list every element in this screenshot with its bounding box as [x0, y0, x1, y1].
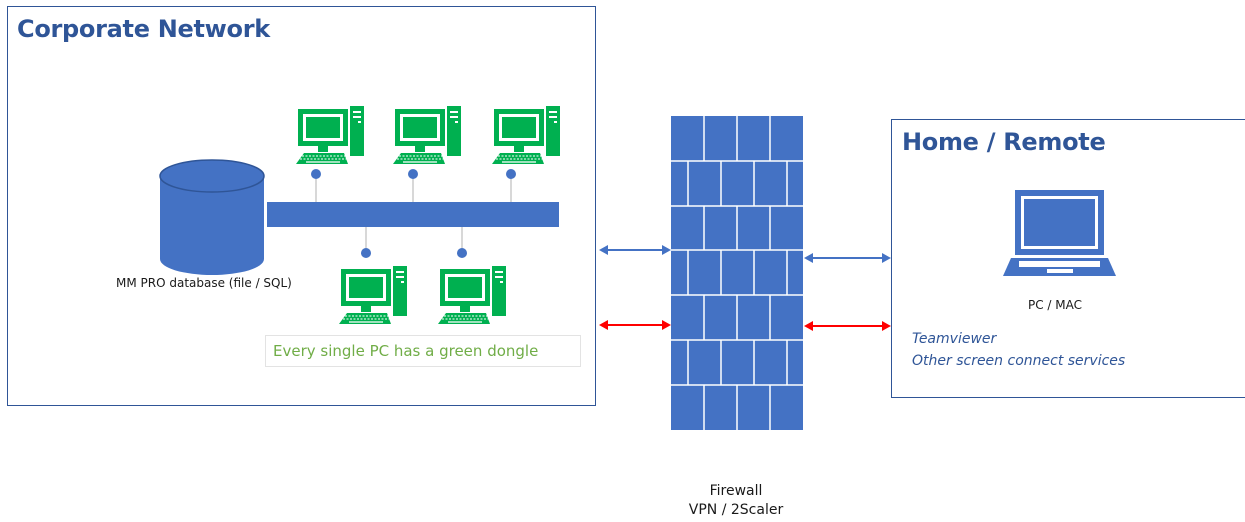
- dongle-note-box: Every single PC has a green dongle: [265, 335, 581, 367]
- desktop-pc-icon: [295, 105, 365, 165]
- desktop-pc-icon: [338, 265, 408, 325]
- database-label: MM PRO database (file / SQL): [116, 276, 292, 290]
- network-bus: [267, 202, 559, 227]
- vpn-label: VPN / 2Scaler: [688, 502, 784, 518]
- connection-arrow-blue-left: [599, 245, 671, 255]
- firewall-icon: [671, 116, 803, 430]
- bus-connectors: [311, 169, 516, 258]
- home-remote-title: Home / Remote: [902, 128, 1106, 156]
- database-icon: [159, 159, 265, 275]
- remote-service-teamviewer: Teamviewer: [912, 331, 997, 347]
- device-label: PC / MAC: [1028, 298, 1083, 312]
- corporate-network-title: Corporate Network: [17, 15, 270, 43]
- connection-arrow-red-left: [599, 320, 671, 330]
- desktop-pc-icon: [437, 265, 507, 325]
- firewall-label: Firewall: [709, 483, 763, 499]
- connection-arrow-red-right: [804, 321, 891, 331]
- desktop-pc-icon: [392, 105, 462, 165]
- connection-arrow-blue-right: [804, 253, 891, 263]
- remote-service-other: Other screen connect services: [912, 353, 1126, 369]
- laptop-icon: [1003, 190, 1116, 276]
- desktop-pc-icon: [491, 105, 561, 165]
- dongle-note-text: Every single PC has a green dongle: [273, 342, 539, 360]
